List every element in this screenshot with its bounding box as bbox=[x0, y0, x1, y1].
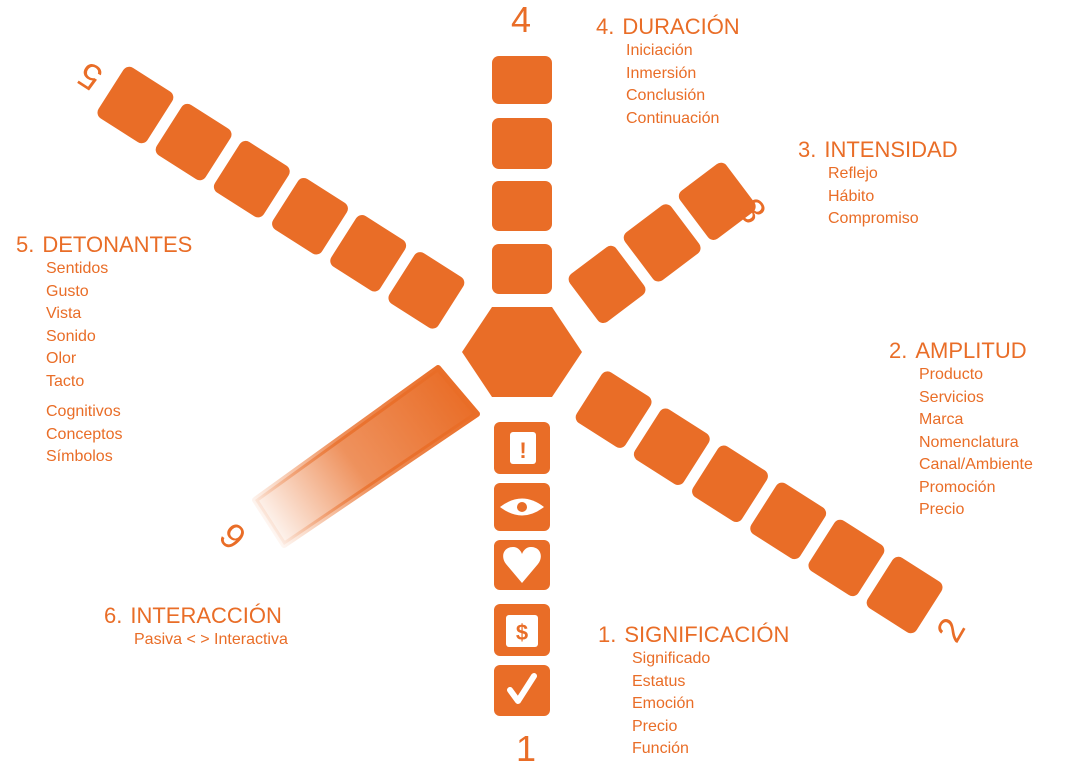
eye-icon bbox=[500, 498, 544, 516]
list-item: Nomenclatura bbox=[919, 433, 1019, 451]
list-item: Marca bbox=[919, 411, 964, 428]
list-item: Vista bbox=[46, 305, 82, 322]
list-item: Sentidos bbox=[46, 260, 109, 277]
list-item: Servicios bbox=[919, 388, 984, 406]
axis-5-segment bbox=[97, 66, 174, 144]
axis-2-amplitud bbox=[575, 371, 943, 634]
section-items: Producto Servicios Marca Nomenclatura Ca… bbox=[889, 364, 1033, 522]
list-item: Símbolos bbox=[46, 448, 113, 465]
axis-4-segment bbox=[492, 118, 552, 169]
axis-4-segment bbox=[492, 181, 552, 231]
section-items: Reflejo Hábito Compromiso bbox=[798, 163, 958, 231]
list-item: Producto bbox=[919, 366, 984, 383]
list-item: Olor bbox=[46, 350, 77, 367]
list-item: Hábito bbox=[828, 187, 875, 205]
svg-text:!: ! bbox=[519, 438, 526, 463]
heart-icon bbox=[503, 547, 541, 583]
axis-4-duracion bbox=[492, 56, 552, 294]
svg-text:$: $ bbox=[516, 620, 528, 645]
list-item: Tacto bbox=[46, 372, 85, 390]
axis-5-segment bbox=[388, 252, 465, 329]
section-heading: 1.SIGNIFICACIÓN bbox=[598, 622, 790, 647]
axis-5-segment bbox=[330, 215, 407, 292]
section-heading: 3.INTENSIDAD bbox=[798, 137, 958, 162]
list-item: Pasiva < > Interactiva bbox=[134, 631, 288, 648]
list-item: Cognitivos bbox=[46, 403, 121, 420]
section-significacion: 1.SIGNIFICACIÓN Significado Estatus Emoc… bbox=[598, 622, 789, 761]
list-item: Significado bbox=[632, 650, 711, 667]
exclamation-icon bbox=[510, 432, 536, 464]
axis-4-segment bbox=[492, 244, 552, 294]
list-item: Canal/Ambiente bbox=[919, 456, 1033, 473]
list-item: Precio bbox=[632, 717, 678, 735]
axis-2-segment bbox=[750, 482, 827, 560]
list-item: Reflejo bbox=[828, 165, 878, 182]
axis-5-segment bbox=[155, 103, 232, 181]
section-items-cognitive: Cognitivos Conceptos Símbolos bbox=[16, 401, 192, 469]
list-item: Estatus bbox=[632, 672, 686, 690]
axis-5-segment bbox=[272, 177, 348, 255]
axis-3-intensidad bbox=[568, 162, 756, 324]
section-items: Iniciación Inmersión Conclusión Continua… bbox=[596, 40, 740, 130]
list-item: Gusto bbox=[46, 282, 89, 300]
list-item: Iniciación bbox=[626, 42, 693, 59]
axis-5-segment bbox=[213, 140, 290, 218]
axis-number-4: 4 bbox=[511, 0, 532, 40]
list-item: Conceptos bbox=[46, 425, 123, 443]
list-item: Conclusión bbox=[626, 87, 706, 104]
section-heading: 5.DETONANTES bbox=[16, 232, 193, 257]
axis-2-segment bbox=[692, 445, 768, 523]
axis-6-interaccion bbox=[252, 365, 480, 548]
section-heading: 6.INTERACCIÓN bbox=[104, 603, 282, 628]
section-interaccion: 6.INTERACCIÓN Pasiva < > Interactiva bbox=[104, 603, 288, 652]
section-items: Pasiva < > Interactiva bbox=[104, 629, 288, 652]
dollar-icon bbox=[506, 615, 538, 647]
list-item: Sonido bbox=[46, 327, 96, 345]
axis-2-segment bbox=[808, 519, 885, 597]
axis-number-1: 1 bbox=[516, 728, 537, 769]
section-items: Significado Estatus Emoción Precio Funci… bbox=[598, 648, 789, 761]
axis-2-segment bbox=[575, 371, 652, 448]
axis-6-gradient-bar bbox=[252, 365, 480, 548]
list-item: Precio bbox=[919, 501, 965, 518]
axis-2-segment bbox=[633, 408, 710, 485]
section-detonantes: 5.DETONANTES Sentidos Gusto Vista Sonido… bbox=[16, 232, 192, 469]
section-intensidad: 3.INTENSIDAD Reflejo Hábito Compromiso bbox=[798, 137, 958, 231]
axis-5-detonantes bbox=[97, 66, 465, 329]
axis-3-segment bbox=[678, 162, 756, 240]
axis-3-segment bbox=[623, 204, 701, 282]
list-item: Inmersión bbox=[626, 64, 697, 82]
center-hexagon bbox=[462, 307, 582, 397]
checkmark-icon bbox=[507, 673, 537, 704]
list-item: Promoción bbox=[919, 478, 996, 496]
axis-2-segment bbox=[866, 556, 943, 634]
section-items: Sentidos Gusto Vista Sonido Olor Tacto bbox=[16, 258, 192, 393]
section-amplitud: 2.AMPLITUD Producto Servicios Marca Nome… bbox=[889, 338, 1033, 522]
section-heading: 2.AMPLITUD bbox=[889, 338, 1027, 363]
list-item: Continuación bbox=[626, 109, 720, 127]
list-item: Emoción bbox=[632, 695, 695, 712]
axis-3-segment bbox=[568, 245, 646, 324]
axis-1-significacion: ! $ bbox=[494, 422, 550, 716]
list-item: Función bbox=[632, 740, 689, 757]
section-heading: 4.DURACIÓN bbox=[596, 14, 740, 39]
list-item: Compromiso bbox=[828, 210, 919, 227]
axis-4-segment bbox=[492, 56, 552, 104]
section-duracion: 4.DURACIÓN Iniciación Inmersión Conclusi… bbox=[596, 14, 740, 130]
